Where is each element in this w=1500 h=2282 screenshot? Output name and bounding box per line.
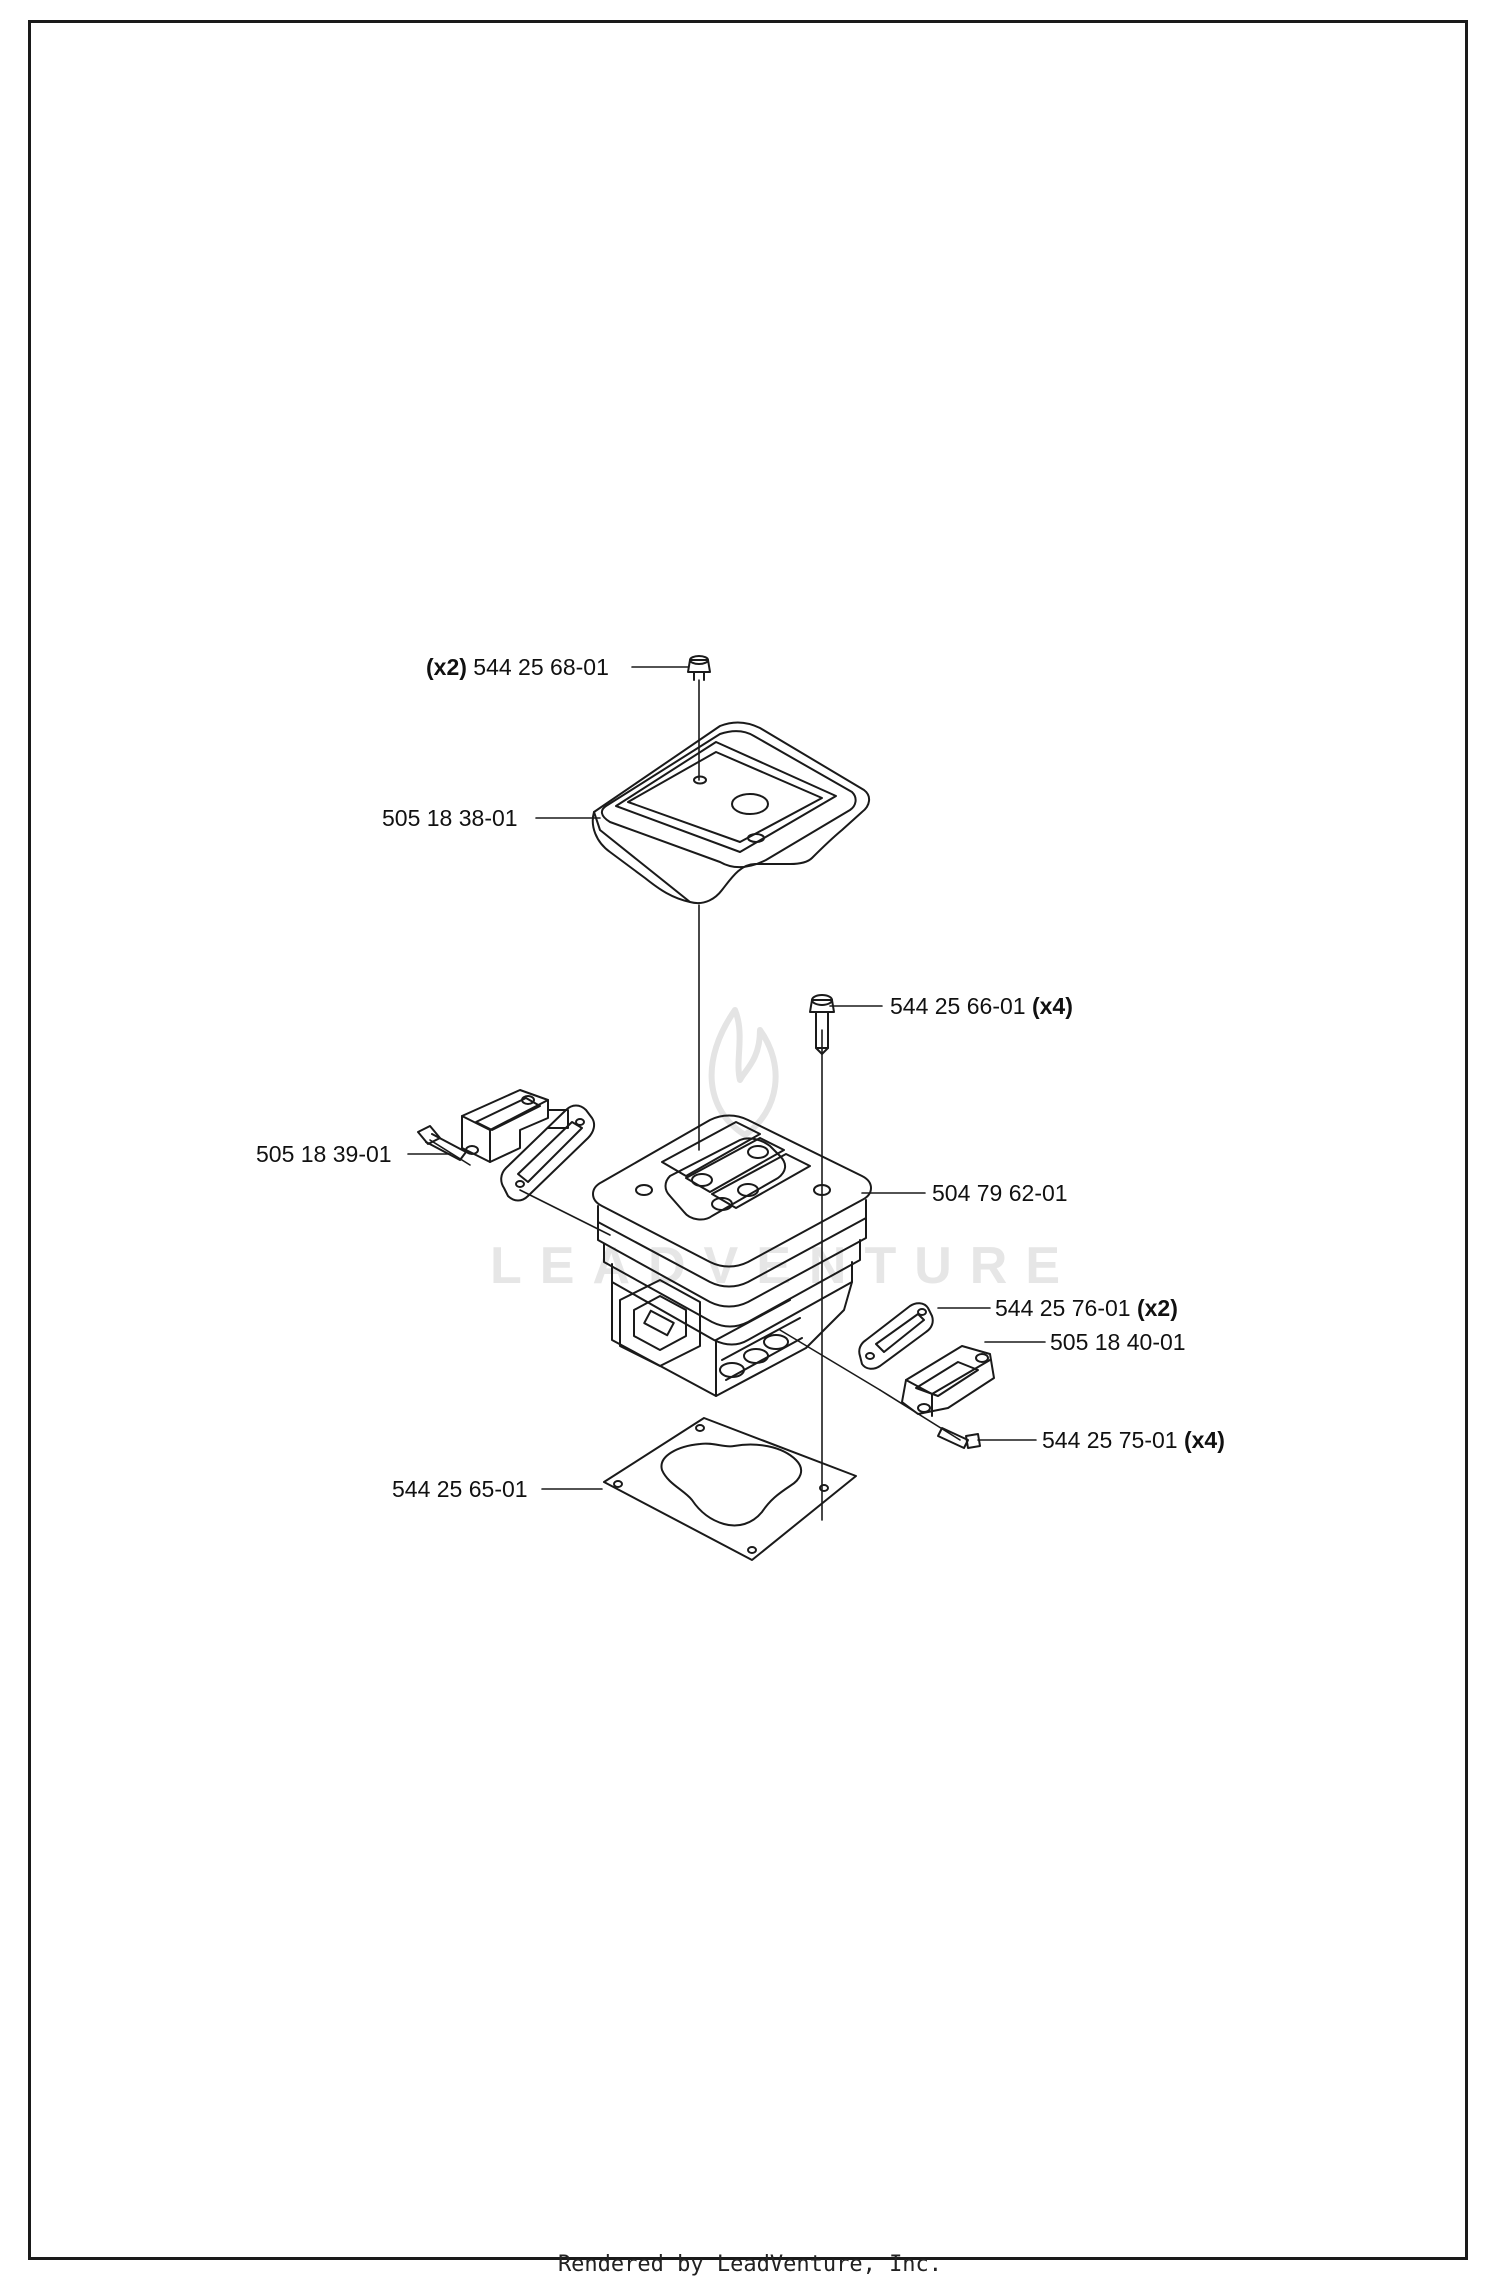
diagram-frame [28, 20, 1468, 2260]
right-screw-part [937, 1427, 981, 1449]
cylinder-bolt-part [809, 994, 835, 1055]
callout-screw-top: (x2) 544 25 68-01 [426, 656, 609, 679]
callout-gasket-right-qty: (x2) [1136, 1295, 1178, 1321]
callout-screw-right: 544 25 75-01 (x4) [1042, 1429, 1225, 1452]
callout-gasket-right-part: 544 25 76-01 [995, 1295, 1131, 1321]
callout-cover-plate-part: 505 18 38-01 [382, 805, 518, 831]
callout-cylinder-bolt: 544 25 66-01 (x4) [890, 995, 1073, 1018]
top-screw-part [687, 655, 711, 681]
cylinder-part [592, 1114, 872, 1397]
callout-cylinder-bolt-qty: (x4) [1031, 993, 1073, 1019]
callout-screw-top-part: 544 25 68-01 [473, 654, 609, 680]
callout-cover-plate: 505 18 38-01 [382, 807, 518, 830]
footer-credit: Rendered by LeadVenture, Inc. [557, 2252, 943, 2277]
right-intake-part [901, 1345, 995, 1417]
cover-plate-part [591, 721, 870, 904]
callout-screw-right-qty: (x4) [1183, 1427, 1225, 1453]
callout-gasket-right: 544 25 76-01 (x2) [995, 1297, 1178, 1320]
right-gasket-part [858, 1302, 934, 1370]
left-intake-part [461, 1089, 569, 1163]
callout-left-intake: 505 18 39-01 [256, 1143, 392, 1166]
callout-cylinder: 504 79 62-01 [932, 1182, 1068, 1205]
callout-right-intake-part: 505 18 40-01 [1050, 1329, 1186, 1355]
callout-cylinder-bolt-part: 544 25 66-01 [890, 993, 1026, 1019]
callout-right-intake: 505 18 40-01 [1050, 1331, 1186, 1354]
callout-screw-top-qty: (x2) [426, 654, 467, 680]
left-gasket-part [500, 1104, 596, 1202]
watermark-flame-icon [708, 1007, 779, 1138]
callout-left-intake-part: 505 18 39-01 [256, 1141, 392, 1167]
callout-cylinder-part: 504 79 62-01 [932, 1180, 1068, 1206]
leader-lines [407, 666, 1046, 1490]
assembly-lines [429, 679, 961, 1521]
base-gasket-part [603, 1417, 857, 1561]
callout-base-gasket: 544 25 65-01 [392, 1478, 528, 1501]
callout-base-gasket-part: 544 25 65-01 [392, 1476, 528, 1502]
callout-screw-right-part: 544 25 75-01 [1042, 1427, 1178, 1453]
left-screw-part [417, 1125, 467, 1161]
